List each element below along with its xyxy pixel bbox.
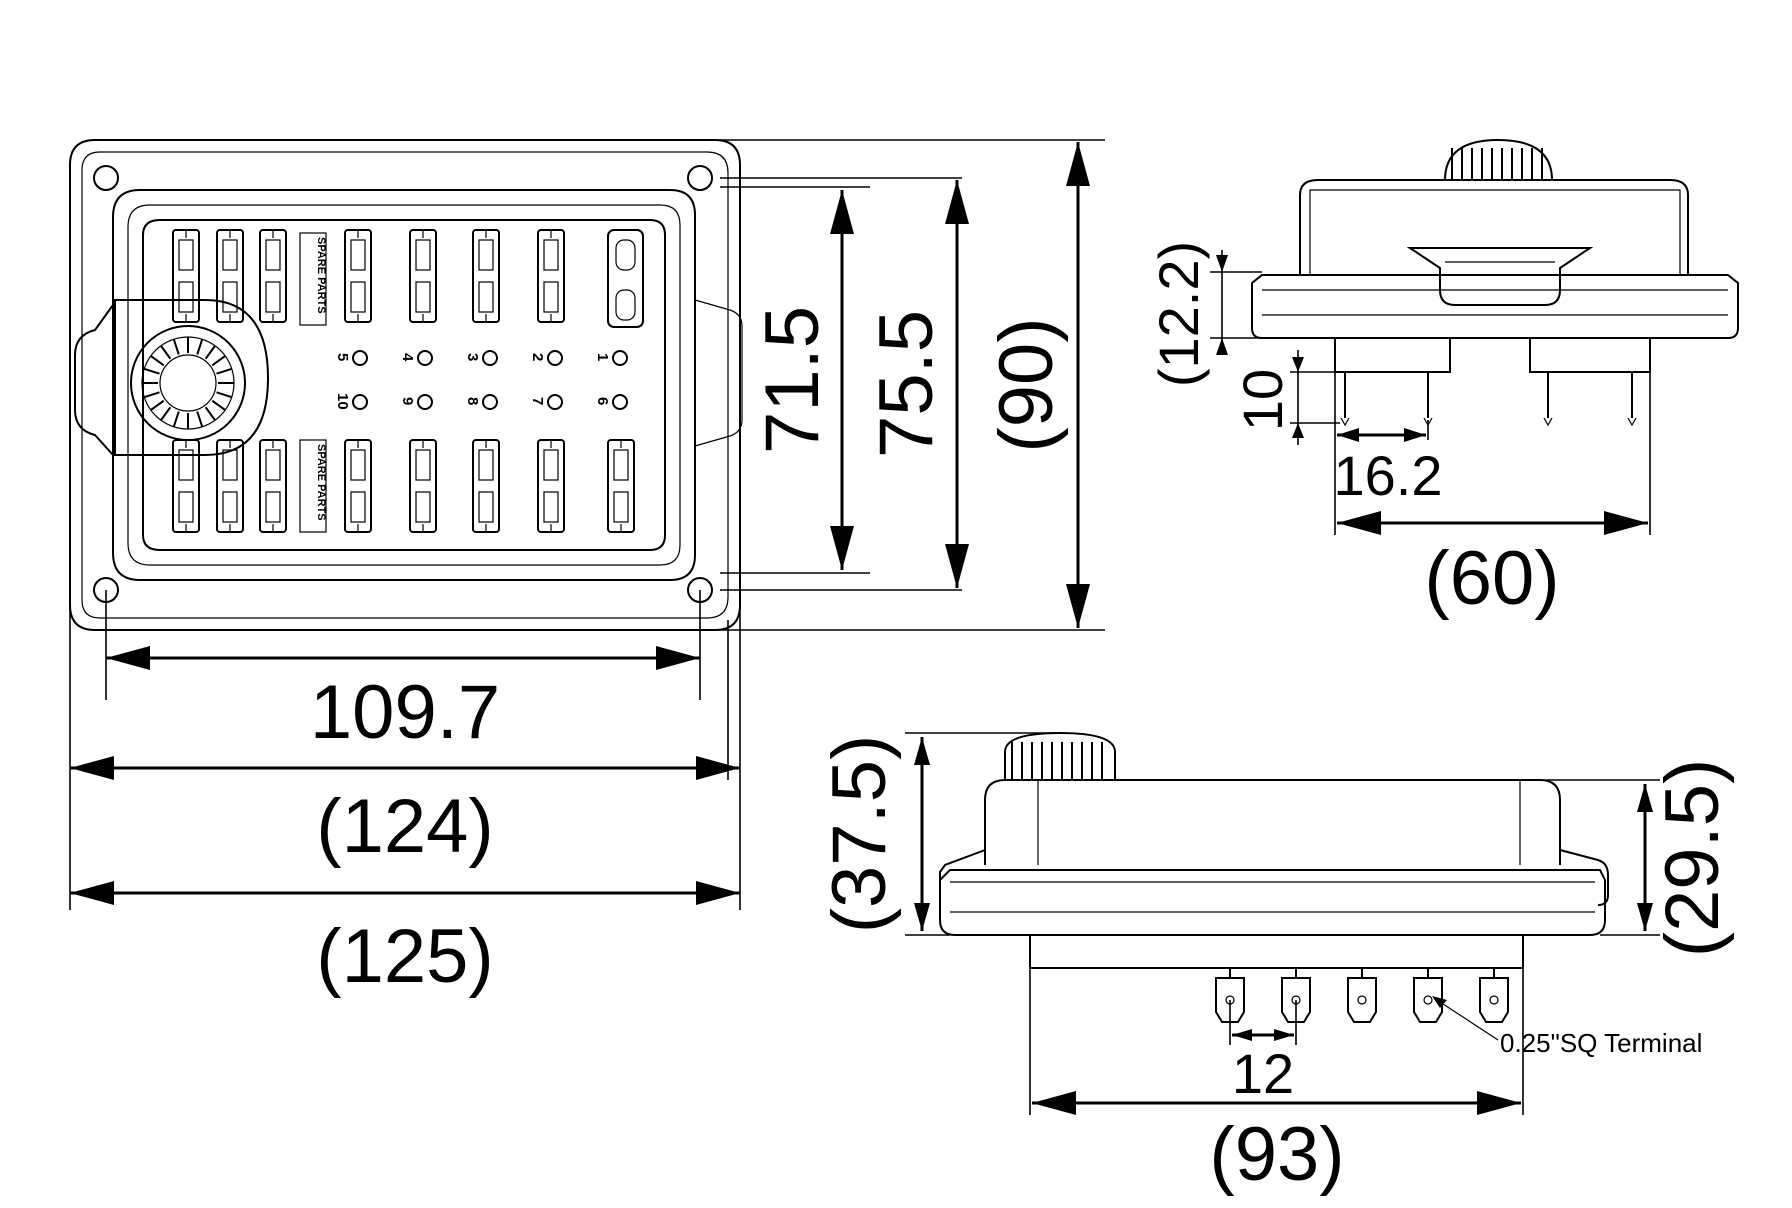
front-view-dimensions: 109.7 (124) (125) 71.5 75.5 (90) xyxy=(69,139,1105,999)
fuse-slot xyxy=(259,439,287,533)
knob-rib xyxy=(172,338,180,355)
dim-125: (125) xyxy=(316,914,493,999)
fuse-slot xyxy=(344,229,372,323)
led-number: 2 xyxy=(529,353,546,361)
indicator-led xyxy=(547,394,563,410)
rotary-knob-end xyxy=(1004,731,1116,781)
fuse-slot xyxy=(472,229,500,323)
knob-rib xyxy=(196,411,204,428)
indicator-led xyxy=(547,350,563,366)
knob-rib xyxy=(143,367,160,375)
fuse-slot xyxy=(259,229,287,323)
knob-rib xyxy=(150,355,165,367)
indicator-led xyxy=(417,350,433,366)
fuse-slot xyxy=(216,439,244,533)
end-view xyxy=(939,731,1609,1023)
led-number: 3 xyxy=(464,353,481,361)
dim-93: (93) xyxy=(1209,1112,1344,1197)
dim-124: (124) xyxy=(316,784,493,869)
dim-16-2: 16.2 xyxy=(1334,444,1443,507)
fuse-slot xyxy=(344,439,372,533)
dim-12: 12 xyxy=(1232,1042,1294,1105)
dim-37-5: (37.5) xyxy=(817,735,902,934)
indicator-led xyxy=(482,394,498,410)
mount-hole xyxy=(93,165,119,191)
knob-rib xyxy=(160,406,172,421)
knob-rib xyxy=(160,345,172,360)
dim-109-7: 109.7 xyxy=(310,670,500,755)
fuse-slot xyxy=(607,439,635,533)
knob-rib xyxy=(196,338,204,355)
led-number: 10 xyxy=(334,393,351,410)
led-number: 1 xyxy=(594,353,611,361)
fuse-slot xyxy=(172,229,200,323)
side-view-dimensions: (12.2) 10 16.2 (60) xyxy=(1147,241,1651,621)
fuse-slot xyxy=(216,229,244,323)
knob-rib xyxy=(211,399,226,411)
led-number: 5 xyxy=(334,353,351,361)
led-number: 9 xyxy=(399,397,416,405)
knob-rib xyxy=(216,367,233,375)
mount-hole xyxy=(687,165,713,191)
indicator-led xyxy=(352,350,368,366)
indicator-led xyxy=(417,394,433,410)
indicator-led xyxy=(612,394,628,410)
led-number: 7 xyxy=(529,397,546,405)
dim-12-2: (12.2) xyxy=(1147,241,1210,387)
led-number: 4 xyxy=(399,353,416,362)
knob-rib xyxy=(204,345,216,360)
fuse-slot xyxy=(409,439,437,533)
fuse-slot xyxy=(172,439,200,533)
knob-rib xyxy=(204,406,216,421)
dim-90: (90) xyxy=(984,317,1069,452)
indicator-led xyxy=(612,350,628,366)
indicator-led xyxy=(482,350,498,366)
spare-parts-label-top: SPARE PARTS xyxy=(299,232,327,326)
terminal-callout: 0.25"SQ Terminal xyxy=(1500,1028,1702,1058)
svg-text:SPARE PARTS: SPARE PARTS xyxy=(315,237,327,314)
rotary-knob-side xyxy=(1443,138,1554,181)
knob-rib xyxy=(150,399,165,411)
dim-29-5: (29.5) xyxy=(1650,759,1735,958)
knob-rib xyxy=(172,411,180,428)
side-view xyxy=(1251,138,1739,427)
knob-rib xyxy=(211,355,226,367)
led-number: 6 xyxy=(594,397,611,405)
dim-60: (60) xyxy=(1424,536,1559,621)
knob-rib xyxy=(216,391,233,399)
fuse-slot xyxy=(537,439,565,533)
blade-terminal xyxy=(1479,968,1509,1023)
dim-71-5: 71.5 xyxy=(750,306,835,454)
rotary-knob-top xyxy=(130,325,246,441)
spare-parts-label-bottom: SPARE PARTS xyxy=(299,439,327,533)
knob-rib xyxy=(143,391,160,399)
end-view-dimensions: (37.5) (29.5) 12 (93) 0.25"SQ Terminal xyxy=(817,732,1735,1197)
svg-text:SPARE PARTS: SPARE PARTS xyxy=(315,444,327,521)
blade-terminal xyxy=(1347,968,1377,1023)
fuse-slot xyxy=(537,229,565,323)
front-view: SPARE PARTS SPARE PARTS 5 10 4 9 3 8 2 7 1 6 xyxy=(69,139,743,631)
led-number: 8 xyxy=(464,397,481,405)
fuse-slot xyxy=(409,229,437,323)
blade-terminal xyxy=(1413,968,1443,1023)
dim-10: 10 xyxy=(1231,369,1294,431)
dim-75-5: 75.5 xyxy=(864,310,949,458)
fuse-slot xyxy=(472,439,500,533)
indicator-led xyxy=(352,394,368,410)
